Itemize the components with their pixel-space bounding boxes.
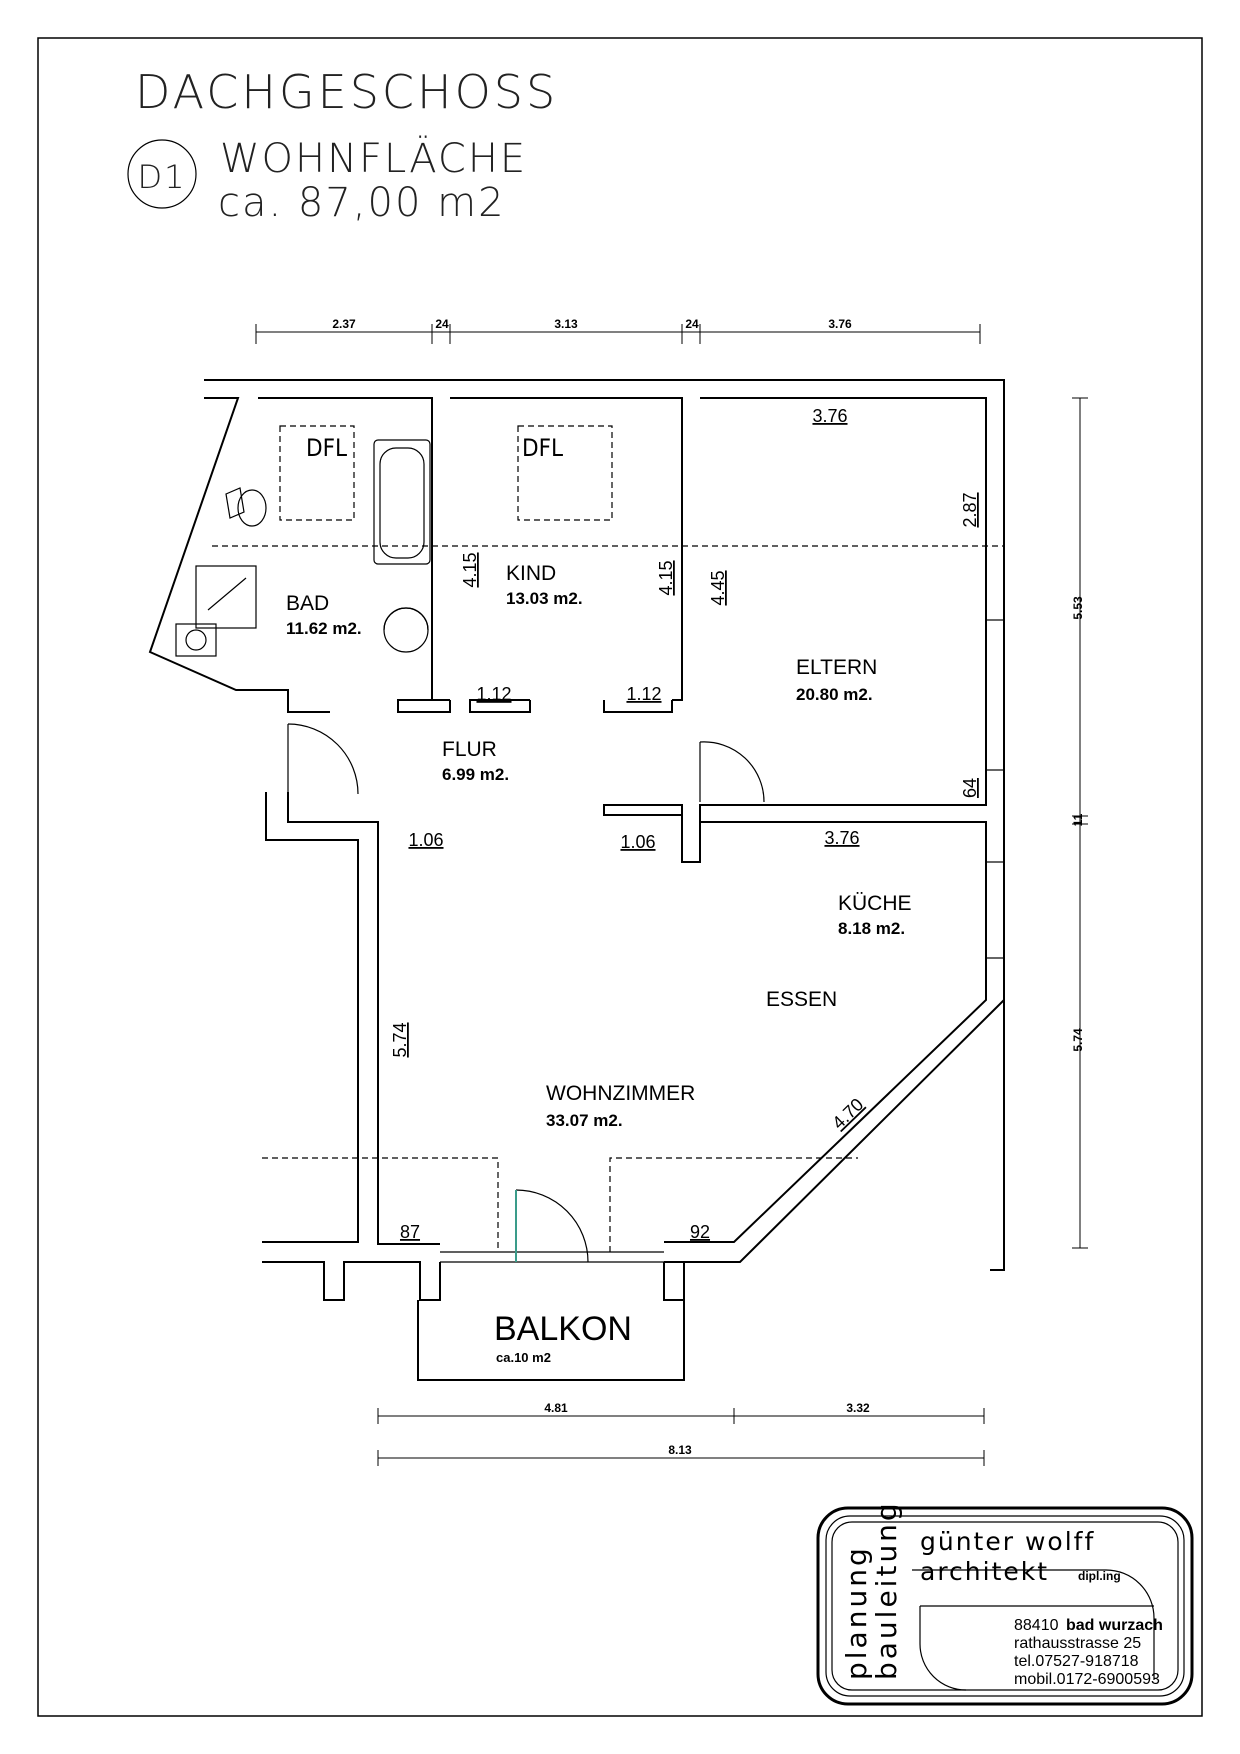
room-name-kind: KIND — [506, 562, 556, 585]
dim-kind-door-left: 1.12 — [476, 684, 511, 704]
unit-badge-circle — [127, 139, 197, 209]
stamp-vertical-2: bauleitung — [870, 1500, 903, 1680]
balcony-name: BALKON — [494, 1310, 632, 1348]
dim-bottom-2: 3.32 — [846, 1401, 870, 1415]
stamp-vertical-1: planung — [840, 1545, 873, 1680]
dim-top-3: 3.13 — [554, 317, 578, 331]
stamp-city: bad wurzach — [1066, 1617, 1163, 1634]
dim-top-1: 2.37 — [332, 317, 356, 331]
toilet — [237, 489, 267, 527]
room-area-eltern: 20.80 m2. — [796, 685, 873, 704]
dim-wohn-left: 5.74 — [390, 1022, 410, 1057]
top-dimension-line: 2.37 24 3.13 24 3.76 — [255, 317, 981, 344]
dim-top-5: 3.76 — [828, 317, 852, 331]
stamp-architect-name: günter wolff — [920, 1527, 1095, 1556]
room-name-flur: FLUR — [442, 738, 497, 761]
room-name-wohnzimmer: WOHNZIMMER — [546, 1082, 695, 1105]
dim-kind-right: 4.15 — [656, 560, 676, 595]
living-area-value: ca. 87,00 m2 — [218, 180, 506, 226]
architect-stamp: planung bauleitung günter wolff architek… — [816, 1500, 1194, 1706]
stamp-phone: tel.07527-918718 — [1014, 1653, 1139, 1670]
room-area-flur: 6.99 m2. — [442, 765, 509, 784]
balcony-area: ca.10 m2 — [496, 1350, 551, 1365]
room-area-kueche: 8.18 m2. — [838, 919, 905, 938]
kueche-window — [985, 861, 1005, 959]
dim-flur-right: 1.06 — [620, 832, 655, 852]
stamp-street: rathausstrasse 25 — [1014, 1635, 1141, 1652]
eltern-window — [985, 619, 1005, 771]
interior-dimensions: 3.76 2.87 4.45 4.15 4.15 1.12 1.12 64 1.… — [390, 406, 980, 1242]
sheet-border — [37, 37, 1203, 1717]
room-name-kueche: KÜCHE — [838, 892, 912, 915]
dim-kind-left: 4.15 — [460, 552, 480, 587]
dim-kueche-top: 3.76 — [824, 828, 859, 848]
unit-badge-label: D1 — [138, 158, 187, 196]
stamp-mobile: mobil.0172-6900593 — [1014, 1671, 1160, 1688]
dim-bottom-1: 4.81 — [544, 1401, 568, 1415]
dim-diagonal: 4.70 — [828, 1094, 867, 1133]
dim-eltern-window: 64 — [960, 778, 980, 798]
dim-right-1: 5.53 — [1071, 596, 1085, 620]
room-area-kind: 13.03 m2. — [506, 589, 583, 608]
dim-top-4: 24 — [685, 317, 699, 331]
skylight-label-1: DFL — [306, 434, 347, 462]
dim-bottom-total: 8.13 — [668, 1443, 692, 1457]
dim-eltern-top: 3.76 — [812, 406, 847, 426]
room-name-essen: ESSEN — [766, 988, 837, 1011]
room-area-bad: 11.62 m2. — [286, 619, 362, 638]
dim-eltern-left: 4.45 — [708, 570, 728, 605]
dim-right-2: 11 — [1071, 813, 1085, 826]
walls — [148, 379, 1005, 1381]
shower — [195, 565, 257, 629]
right-dimension-line: 5.53 11 5.74 — [1071, 397, 1088, 1249]
room-area-wohnzimmer: 33.07 m2. — [546, 1111, 623, 1130]
bathtub — [373, 439, 431, 565]
skylight-label-2: DFL — [522, 434, 563, 462]
doors — [287, 723, 765, 1263]
room-labels: BAD 11.62 m2. KIND 13.03 m2. ELTERN 20.8… — [286, 562, 912, 1365]
floor-title: DACHGESCHOSS — [135, 65, 558, 119]
dim-balcony-left: 87 — [400, 1222, 420, 1242]
living-area-label: WOHNFLÄCHE — [220, 134, 527, 182]
washer — [175, 623, 217, 657]
stamp-title-suffix: dipl.ing — [1078, 1569, 1121, 1583]
room-name-eltern: ELTERN — [796, 656, 877, 679]
stamp-zip: 88410 — [1014, 1617, 1059, 1634]
dim-kind-door-right: 1.12 — [626, 684, 661, 704]
dim-flur-left: 1.06 — [408, 830, 443, 850]
skylight-1 — [279, 425, 355, 521]
skylight-2 — [517, 425, 613, 521]
stamp-architect-title: architekt — [920, 1557, 1049, 1586]
dim-balcony-right: 92 — [690, 1222, 710, 1242]
dim-top-2: 24 — [435, 317, 449, 331]
bathroom-fixtures — [175, 439, 431, 657]
dashed-lines — [212, 425, 1004, 1252]
room-name-bad: BAD — [286, 592, 329, 615]
dim-eltern-side: 2.87 — [960, 492, 980, 527]
dim-right-3: 5.74 — [1071, 1028, 1085, 1052]
bottom-dimension-line: 4.81 3.32 8.13 — [377, 1401, 985, 1466]
